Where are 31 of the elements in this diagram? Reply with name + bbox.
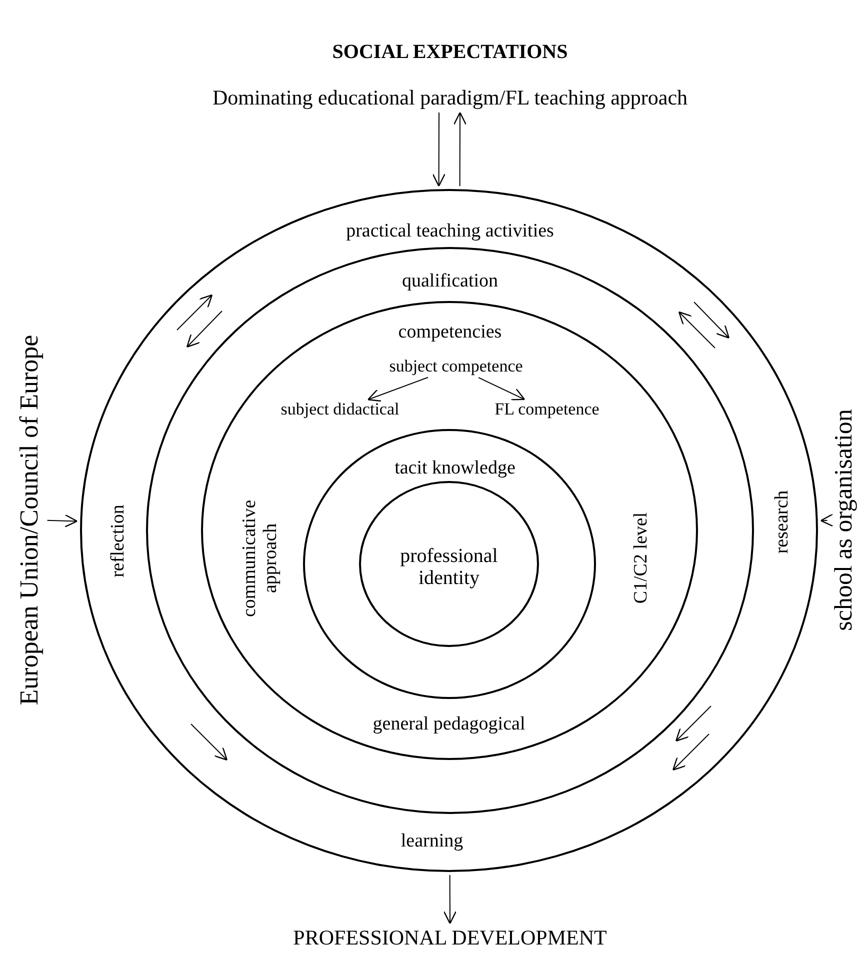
ring-label: reflection bbox=[108, 504, 130, 578]
ring-label: communicative approach bbox=[240, 498, 282, 619]
context-label: European Union/Council of Europe bbox=[16, 334, 44, 706]
competence-label: subject didactical bbox=[280, 400, 400, 420]
arrow bbox=[453, 112, 467, 187]
ring bbox=[80, 189, 818, 872]
ring-label: practical teaching activities bbox=[346, 222, 554, 242]
ring-label: learning bbox=[400, 832, 464, 852]
ring-label: general pedagogical bbox=[372, 714, 526, 736]
ring-label: tacit knowledge bbox=[394, 458, 516, 480]
ring bbox=[146, 247, 754, 814]
competence-label: subject competence bbox=[389, 358, 523, 376]
outcome-label: PROFESSIONAL DEVELOPMENT bbox=[293, 926, 607, 950]
competence-label: FL competence bbox=[494, 400, 600, 420]
arrow bbox=[820, 514, 834, 527]
arrow bbox=[432, 112, 446, 187]
arrow bbox=[443, 874, 457, 924]
arrow bbox=[367, 376, 428, 402]
ring bbox=[359, 481, 539, 647]
context-label: school as organisation bbox=[830, 409, 858, 631]
diagram-title: SOCIAL EXPECTATIONS bbox=[332, 41, 568, 63]
ring-label: C1/C2 level bbox=[632, 512, 652, 604]
ring-label: qualification bbox=[402, 272, 498, 292]
ring-label: professional identity bbox=[399, 545, 499, 589]
ring bbox=[303, 429, 596, 699]
arrow bbox=[478, 377, 526, 400]
ring-label: competencies bbox=[398, 322, 502, 344]
ring bbox=[201, 301, 698, 760]
context-label: Dominating educational paradigm/FL teaching approach bbox=[212, 86, 688, 110]
ring-label: research bbox=[772, 490, 794, 554]
arrow bbox=[46, 514, 78, 528]
